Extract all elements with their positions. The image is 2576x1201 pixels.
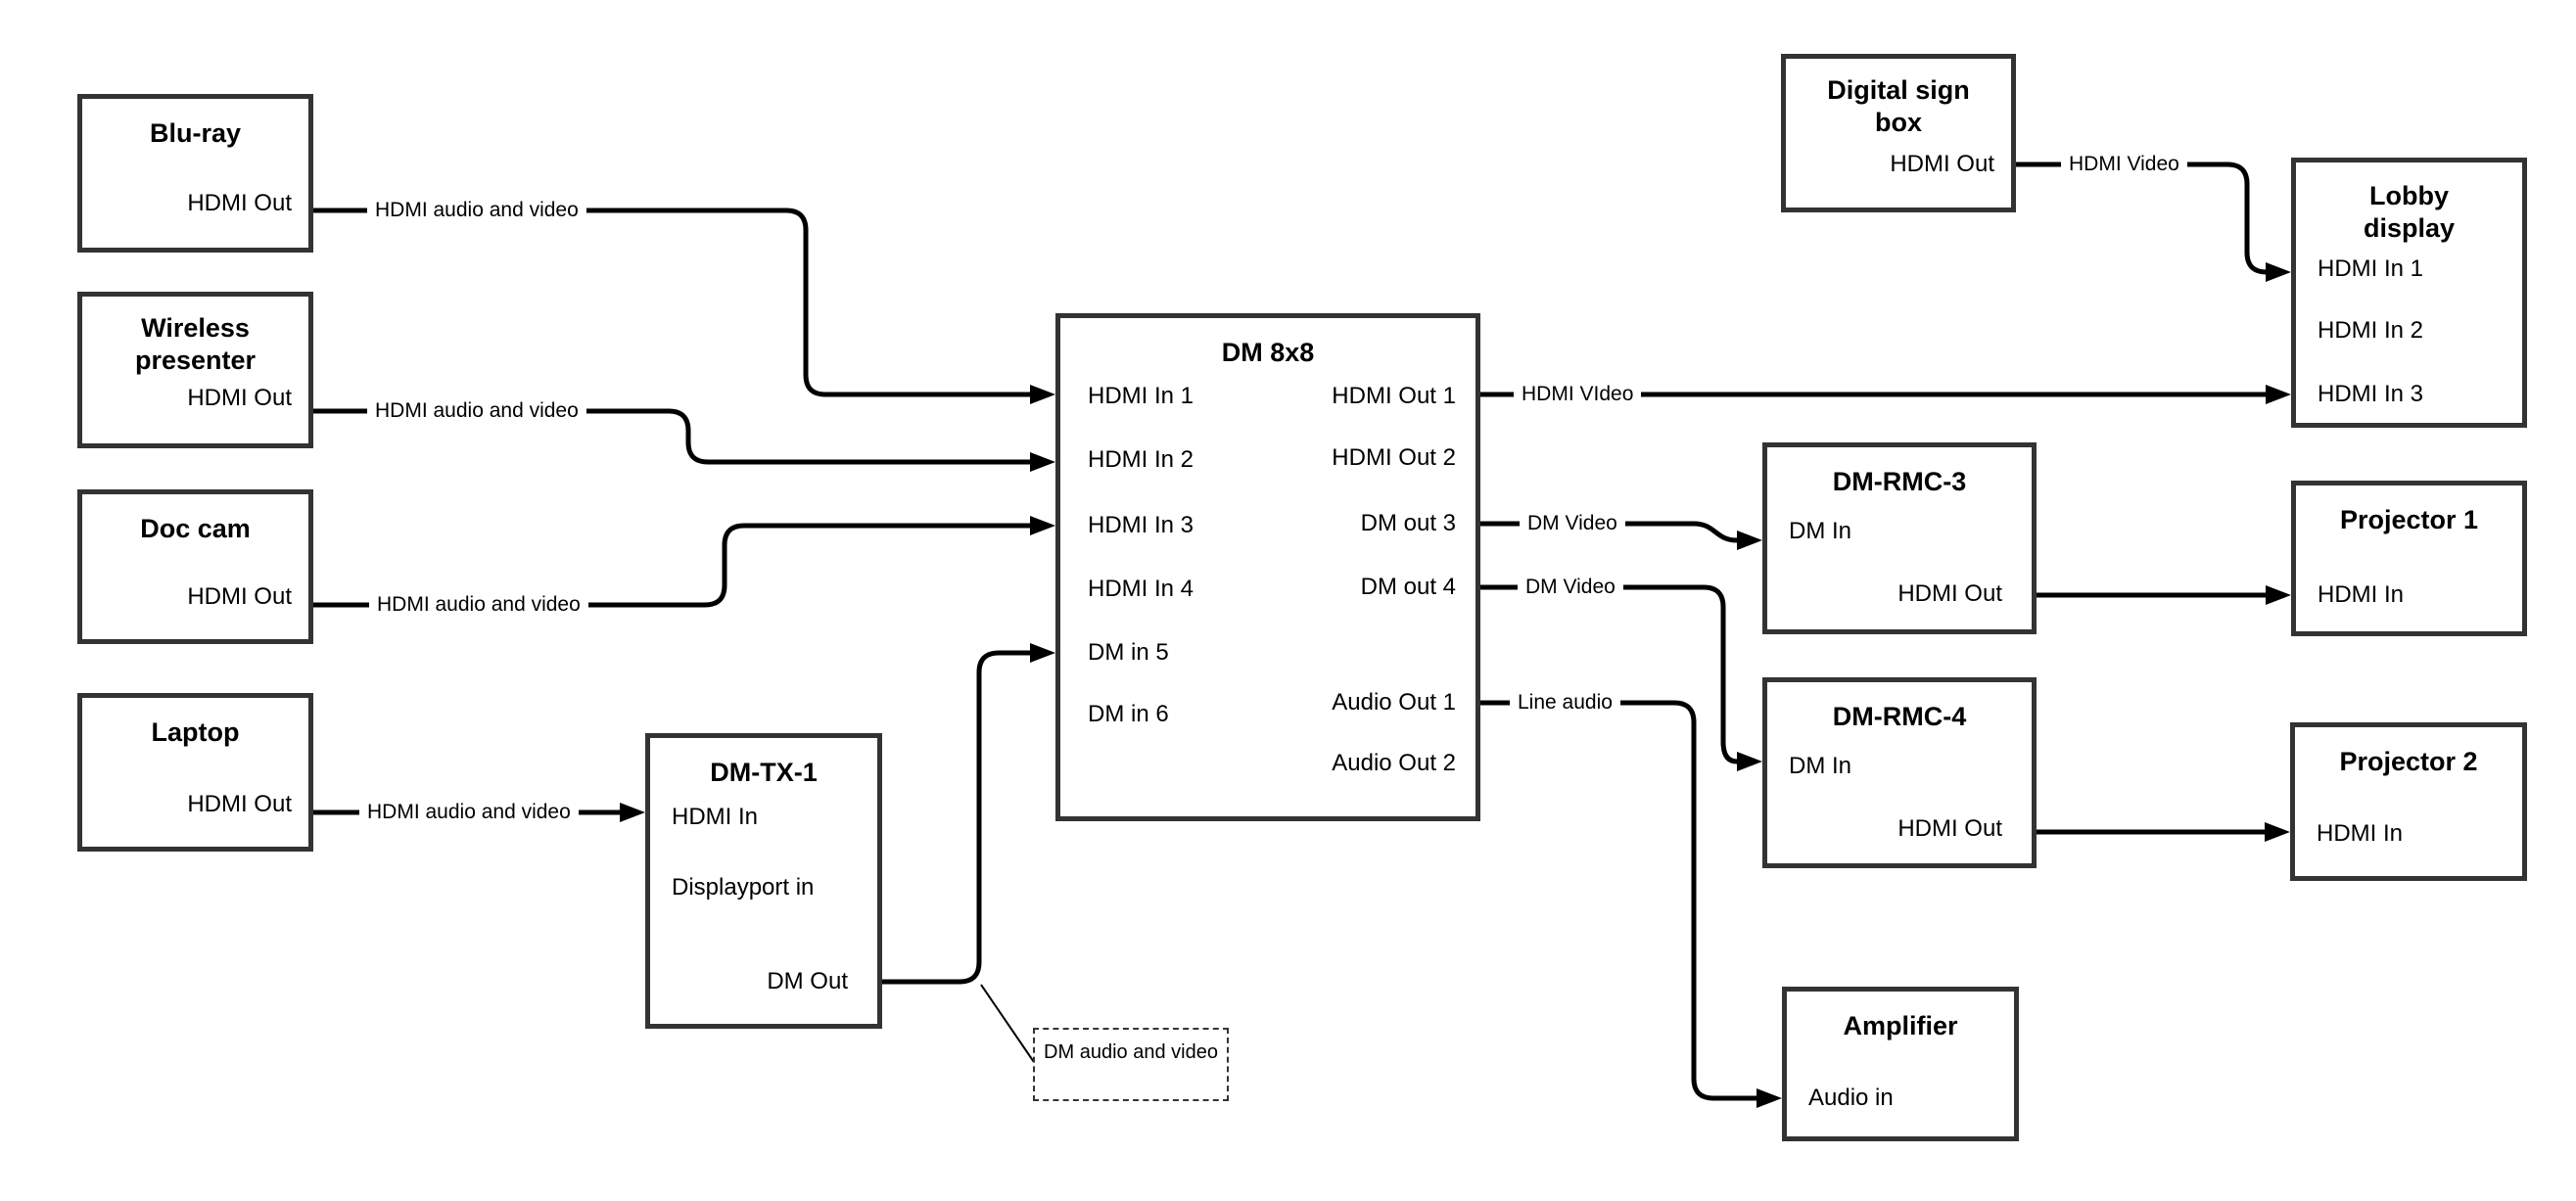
arrowhead-proj1-hdmi-in (2266, 585, 2291, 605)
arrowhead-lobby-hdmi-in-1 (2266, 262, 2291, 282)
port-hdmi-in: HDMI In (672, 804, 759, 830)
wire-label-line-audio: Line audio (1510, 690, 1620, 716)
wire-label-hdmi-av-bluray: HDMI audio and video (367, 198, 586, 223)
wire-bluray-to-hdmi-in-1 (313, 208, 1030, 397)
node-doc-cam: Doc cam HDMI Out (77, 489, 313, 644)
node-amplifier: Amplifier Audio in (1782, 987, 2019, 1141)
callout-leader-line (980, 984, 1037, 1066)
arrowhead-proj2-hdmi-in (2265, 822, 2290, 842)
port-hdmi-out: HDMI Out (187, 791, 292, 817)
dm-audio-video-callout: DM audio and video (1033, 1028, 1229, 1101)
port-dm-in: DM In (1789, 518, 1852, 544)
port-dm-in-5: DM in 5 (1088, 639, 1169, 666)
port-displayport-in: Displayport in (672, 874, 815, 901)
node-title: Digital sign box (1827, 75, 1970, 137)
node-digital-sign-box: Digital sign box HDMI Out (1781, 54, 2016, 212)
node-title: Projector 1 (2339, 505, 2479, 534)
port-hdmi-in-1: HDMI In 1 (1088, 383, 1194, 409)
node-title: DM-TX-1 (710, 758, 818, 787)
node-projector-2: Projector 2 HDMI In (2290, 722, 2527, 881)
wire-dmtx1-to-dm-in-5 (882, 650, 1030, 985)
wire-wireless-to-hdmi-in-2 (313, 408, 1030, 465)
port-audio-in: Audio in (1808, 1085, 1894, 1111)
port-hdmi-in-1: HDMI In 1 (2318, 255, 2424, 282)
port-hdmi-out-2: HDMI Out 2 (1332, 444, 1456, 471)
port-hdmi-out-1: HDMI Out 1 (1332, 383, 1456, 409)
port-hdmi-out: HDMI Out (1890, 151, 1994, 177)
node-title: DM-RMC-3 (1832, 467, 1967, 496)
node-projector-1: Projector 1 HDMI In (2291, 481, 2527, 636)
port-hdmi-out: HDMI Out (1897, 815, 2002, 842)
wire-label-hdmi-video-sign: HDMI Video (2061, 152, 2187, 177)
wire-label-hdmi-av-wireless: HDMI audio and video (367, 398, 586, 424)
node-title: Lobby display (2363, 181, 2456, 243)
port-dm-in-6: DM in 6 (1088, 701, 1169, 727)
node-lobby-display: Lobby display HDMI In 1 HDMI In 2 HDMI I… (2291, 158, 2527, 428)
node-title: Doc cam (140, 514, 251, 543)
port-hdmi-in-2: HDMI In 2 (1088, 446, 1194, 473)
node-dm-8x8-switcher: DM 8x8 HDMI In 1 HDMI In 2 HDMI In 3 HDM… (1055, 313, 1480, 821)
node-dm-tx-1: DM-TX-1 HDMI In Displayport in DM Out (645, 733, 882, 1029)
wire-doccam-to-hdmi-in-3 (313, 523, 1030, 608)
port-dm-in: DM In (1789, 753, 1852, 779)
port-hdmi-out: HDMI Out (187, 583, 292, 610)
port-hdmi-in-3: HDMI In 3 (2318, 381, 2424, 407)
port-hdmi-in-2: HDMI In 2 (2318, 317, 2424, 344)
node-blu-ray: Blu-ray HDMI Out (77, 94, 313, 253)
arrowhead-hdmi-in-2 (1030, 452, 1055, 472)
node-title: Projector 2 (2339, 747, 2478, 776)
node-title: DM 8x8 (1221, 338, 1315, 367)
node-title: Blu-ray (149, 118, 242, 148)
node-title: Laptop (151, 717, 240, 747)
port-hdmi-in-3: HDMI In 3 (1088, 512, 1194, 538)
node-dm-rmc-3: DM-RMC-3 DM In HDMI Out (1762, 442, 2037, 634)
arrowhead-rmc3-dm-in (1737, 531, 1762, 550)
arrowhead-lobby-hdmi-in-3 (2266, 385, 2291, 404)
wire-label-dm-video-out3: DM Video (1520, 511, 1625, 536)
port-hdmi-in: HDMI In (2318, 581, 2405, 608)
arrowhead-hdmi-in-3 (1030, 516, 1055, 535)
port-hdmi-out: HDMI Out (187, 385, 292, 411)
port-audio-out-1: Audio Out 1 (1332, 689, 1456, 716)
wire-dm-out-4-to-rmc4 (1480, 584, 1738, 764)
node-title: DM-RMC-4 (1832, 702, 1967, 731)
node-dm-rmc-4: DM-RMC-4 DM In HDMI Out (1762, 677, 2037, 868)
wire-audio-out-1-to-amp (1480, 700, 1756, 1101)
arrowhead-dm-in-5 (1030, 643, 1055, 663)
wire-label-hdmi-video-out1: HDMI VIdeo (1514, 382, 1642, 407)
node-laptop: Laptop HDMI Out (77, 693, 313, 852)
port-hdmi-out: HDMI Out (187, 190, 292, 216)
wire-label-dm-video-out4: DM Video (1518, 575, 1623, 600)
arrowhead-hdmi-in-1 (1030, 385, 1055, 404)
arrowhead-rmc4-dm-in (1737, 752, 1762, 771)
node-wireless-presenter: Wireless presenter HDMI Out (77, 292, 313, 448)
wire-sign-to-lobby (2016, 162, 2268, 275)
wire-label-hdmi-av-doccam: HDMI audio and video (369, 592, 588, 618)
port-dm-out: DM Out (767, 968, 848, 994)
wire-label-hdmi-av-laptop: HDMI audio and video (359, 800, 579, 825)
arrowhead-dmtx1-hdmi-in (620, 803, 645, 822)
node-title: Wireless presenter (134, 313, 257, 375)
port-dm-out-4: DM out 4 (1360, 574, 1456, 600)
port-hdmi-in-4: HDMI In 4 (1088, 576, 1194, 602)
port-hdmi-out: HDMI Out (1897, 580, 2002, 607)
port-audio-out-2: Audio Out 2 (1332, 750, 1456, 776)
port-dm-out-3: DM out 3 (1360, 510, 1456, 536)
arrowhead-amp-audio-in (1756, 1088, 1782, 1108)
node-title: Amplifier (1843, 1011, 1958, 1040)
port-hdmi-in: HDMI In (2317, 820, 2404, 847)
wire-dm-out-3-to-rmc3 (1480, 521, 1738, 543)
